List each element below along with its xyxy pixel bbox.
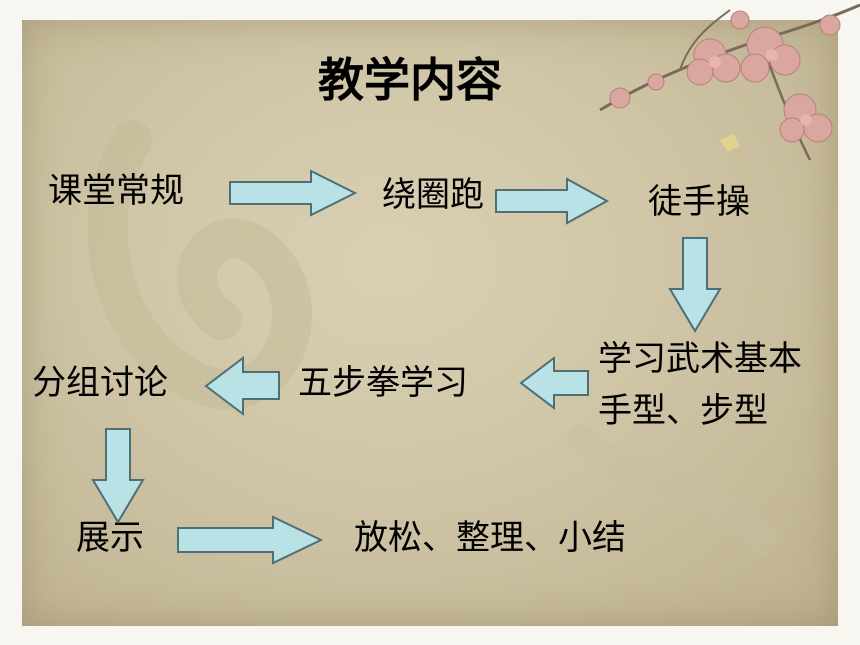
step-lap-run: 绕圈跑 [382, 175, 484, 215]
arrow-left-icon [519, 355, 589, 411]
slide-title: 教学内容 [318, 53, 502, 107]
step-five-step-fist: 五步拳学习 [298, 363, 468, 403]
arrow-right-icon [177, 515, 324, 565]
arrow-down-icon [91, 428, 145, 524]
step-wushu-basics-line2: 手型、步型 [598, 391, 768, 431]
step-group-discussion: 分组讨论 [32, 363, 168, 403]
step-wushu-basics-line1: 学习武术基本 [598, 339, 802, 379]
step-freehand-exercise: 徒手操 [648, 182, 750, 222]
step-relax-summary: 放松、整理、小结 [354, 518, 626, 558]
arrow-left-icon [204, 355, 280, 417]
step-showcase: 展示 [76, 518, 144, 558]
background-panel [22, 20, 838, 626]
brush-swirl-decoration [87, 120, 777, 555]
arrow-right-icon [495, 177, 610, 225]
step-routine: 课堂常规 [48, 171, 184, 211]
blossom-decoration [599, 3, 860, 161]
arrow-right-icon [229, 169, 358, 217]
arrow-down-icon [668, 237, 722, 333]
